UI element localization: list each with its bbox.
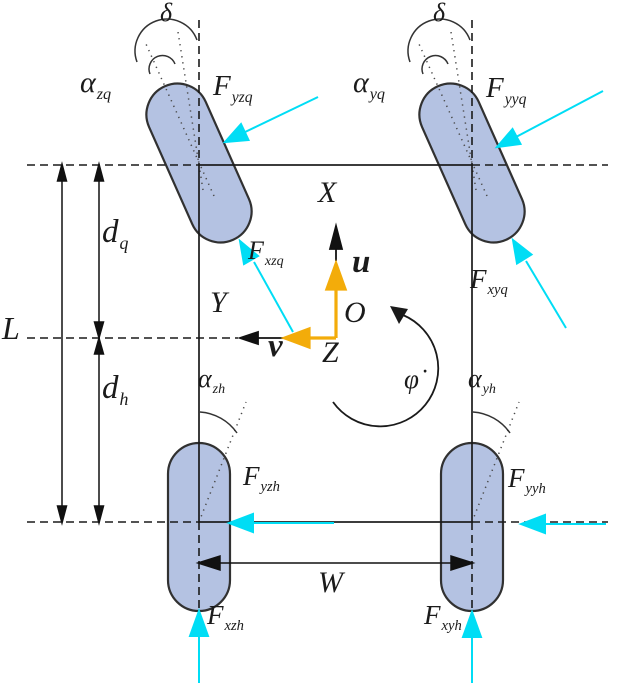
force-fyyq-arrowhead xyxy=(494,127,523,149)
velocity-arrows xyxy=(280,259,348,350)
y-axis-arrowhead xyxy=(237,330,259,346)
label-velocity-u: u xyxy=(352,244,371,280)
slip-angle-arc-rear-right xyxy=(472,411,511,434)
yaw-rate-arrowhead xyxy=(390,306,408,324)
force-fxzq-line xyxy=(253,261,294,333)
label-slip-angle-front-right: αyq xyxy=(353,66,386,103)
steer-angle-arc-left xyxy=(134,18,198,63)
wheel-heading-dotted-lines xyxy=(145,31,520,523)
label-slip-angle-rear-right: αyh xyxy=(468,364,496,397)
label-steer-angle-left: δ xyxy=(160,0,173,27)
steer-angle-arc-right xyxy=(407,18,471,63)
dim-L-head-bottom xyxy=(56,505,68,526)
dim-W-head-right xyxy=(450,554,476,572)
label-force-fxyq: Fxyq xyxy=(470,264,508,299)
slip-angle-arc-front-right xyxy=(421,54,449,75)
vehicle-body-outline xyxy=(198,164,473,523)
label-origin: O xyxy=(344,296,366,329)
dotted-slip-front-right xyxy=(450,31,477,191)
label-force-fyyh: Fyyh xyxy=(508,463,546,498)
velocity-v-arrowhead xyxy=(280,326,311,350)
force-fxyq-arrowhead xyxy=(511,237,534,266)
force-fyzh-arrowhead xyxy=(226,512,254,534)
force-fxyq-line xyxy=(525,260,567,329)
label-dim-rear: dh xyxy=(102,370,129,410)
force-fyzq-line xyxy=(242,96,319,134)
dimension-arrows xyxy=(56,161,476,572)
label-force-fxyh: Fxyh xyxy=(424,600,462,635)
label-yaw-rate: φ̇ xyxy=(404,364,419,394)
slip-angle-arc-front-left xyxy=(148,54,176,75)
force-fyyq-line xyxy=(515,90,604,138)
dotted-slip-front-left xyxy=(177,31,204,191)
dim-dh-head-top xyxy=(93,335,105,355)
x-axis-arrowhead xyxy=(328,222,344,250)
label-axis-y: Y xyxy=(210,286,227,319)
force-fxyh-arrowhead xyxy=(461,609,483,638)
tire-force-arrows xyxy=(188,90,606,683)
force-fyyh-arrowhead xyxy=(518,513,546,535)
label-force-fyzh: Fyzh xyxy=(243,461,280,496)
force-fxzq-arrowhead xyxy=(238,238,260,266)
dim-dh-head-bottom xyxy=(93,505,105,526)
label-force-fyyq: Fyyq xyxy=(486,72,527,108)
label-force-fxzq: Fxzq xyxy=(248,236,284,269)
angle-arcs xyxy=(134,18,511,434)
label-velocity-v: v xyxy=(268,328,283,364)
dim-dq-head-bottom xyxy=(93,321,105,341)
label-steer-angle-right: δ xyxy=(433,0,446,27)
velocity-u-arrowhead xyxy=(324,259,348,291)
label-slip-angle-rear-left: αzh xyxy=(198,364,226,397)
label-dim-front: dq xyxy=(102,214,129,254)
force-fxzh-arrowhead xyxy=(188,608,210,637)
dim-L-head-top xyxy=(56,161,68,182)
label-force-fyzq: Fyzq xyxy=(213,70,253,106)
label-dim-track: W xyxy=(318,566,343,599)
yaw-rate-arc xyxy=(332,314,440,428)
label-slip-angle-front-left: αzq xyxy=(80,66,112,103)
yaw-rate-arrow xyxy=(332,306,440,428)
label-axis-x: X xyxy=(318,176,337,209)
dim-dq-head-top xyxy=(93,161,105,182)
force-fyzq-arrowhead xyxy=(222,122,251,144)
label-dim-length: L xyxy=(2,310,20,346)
slip-angle-arc-rear-left xyxy=(199,411,238,434)
label-axis-z: Z xyxy=(322,336,339,369)
label-force-fxzh: Fxzh xyxy=(207,600,244,635)
body-axes xyxy=(237,222,344,346)
dim-W-head-left xyxy=(195,554,221,572)
